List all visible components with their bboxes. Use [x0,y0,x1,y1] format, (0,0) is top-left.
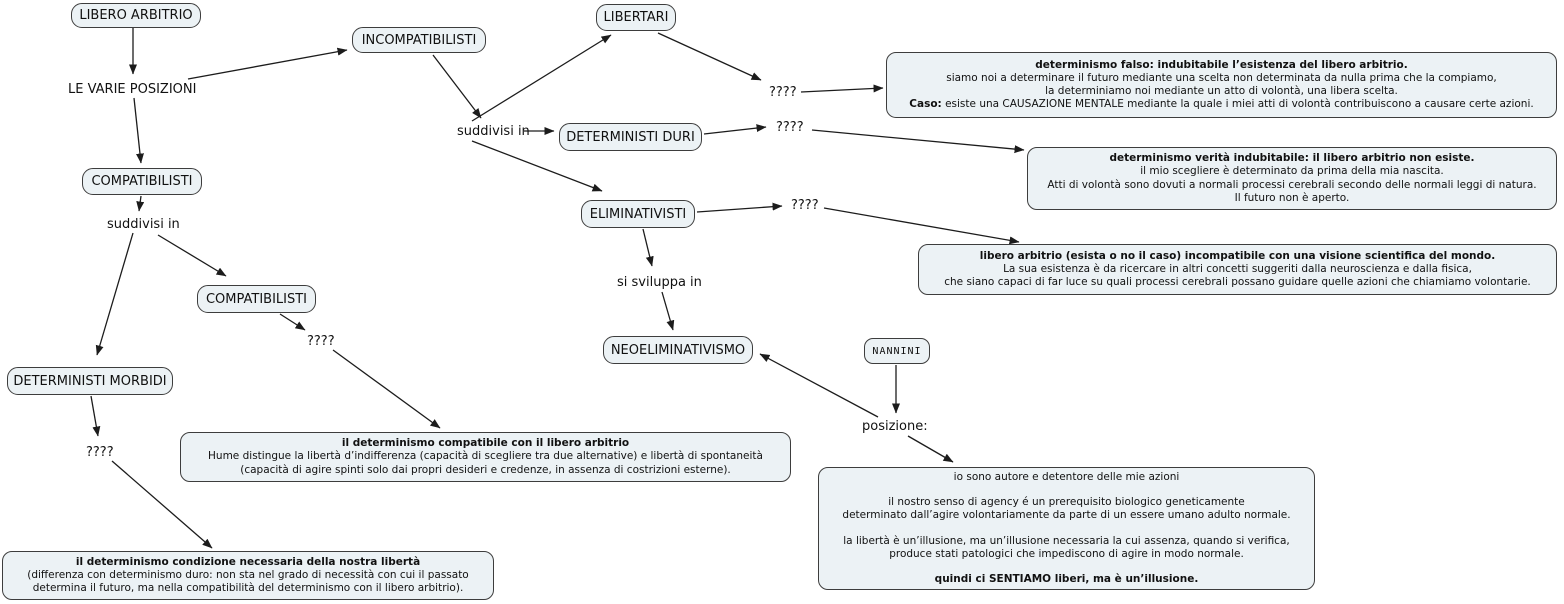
textbox-line: quindi ci SENTIAMO liberi, ma è un’illus… [934,572,1199,585]
textbox-line: io sono autore e detentore delle mie azi… [953,470,1180,483]
link-label-suddivisi-in-right[interactable]: suddivisi in [457,124,530,139]
node-eliminativisti[interactable]: ELIMINATIVISTI [581,200,695,228]
textbox-determinismo-compatibile[interactable]: il determinismo compatibile con il liber… [180,432,791,482]
node-libertari[interactable]: LIBERTARI [596,4,676,31]
link-label-q3[interactable]: ???? [791,198,819,213]
textbox-line: che siano capaci di far luce su quali pr… [944,276,1531,289]
textbox-line: La sua esistenza è da ricercare in altri… [1003,262,1472,275]
node-neoeliminativismo[interactable]: NEOELIMINATIVISMO [603,336,753,364]
textbox-line: produce stati patologici che impediscono… [889,547,1244,560]
textbox-line: Caso: esiste una CAUSAZIONE MENTALE medi… [909,98,1534,111]
link-label-si-sviluppa-in[interactable]: si sviluppa in [617,275,702,290]
node-compatibilisti-left[interactable]: COMPATIBILISTI [82,168,202,195]
textbox-line: determina il futuro, ma nella compatibil… [32,582,464,595]
textbox-line: il nostro senso di agency é un prerequis… [888,496,1245,509]
link-label-q1[interactable]: ???? [769,85,797,100]
link-label-posizione[interactable]: posizione: [862,419,928,434]
node-compatibilisti-mid[interactable]: COMPATIBILISTI [197,285,316,313]
textbox-visione-scientifica[interactable]: libero arbitrio (esista o no il caso) in… [918,244,1557,295]
link-label-q2[interactable]: ???? [776,120,804,135]
textbox-line: Il futuro non è aperto. [1234,191,1350,204]
node-deterministi-duri[interactable]: DETERMINISTI DURI [559,123,702,151]
textbox-determinismo-falso[interactable]: determinismo falso: indubitabile l’esist… [886,52,1557,118]
textbox-title: determinismo falso: indubitabile l’esist… [1035,58,1408,71]
textbox-line: la libertà è un’illusione, ma un’illusio… [843,534,1290,547]
textbox-line: Hume distingue la libertà d’indifferenza… [208,450,763,463]
textbox-line: siamo noi a determinare il futuro median… [946,71,1497,84]
node-libero-arbitrio[interactable]: LIBERO ARBITRIO [71,3,201,28]
node-deterministi-morbidi[interactable]: DETERMINISTI MORBIDI [7,367,173,395]
textbox-line: (capacità di agire spinti solo dai propr… [240,463,731,476]
link-label-suddivisi-in-left[interactable]: suddivisi in [107,217,180,232]
link-label-q5[interactable]: ???? [86,445,114,460]
textbox-title: il determinismo compatibile con il liber… [341,437,630,450]
textbox-line: Atti di volontà sono dovuti a normali pr… [1047,178,1537,191]
node-nannini[interactable]: NANNINI [864,338,930,364]
textbox-title: libero arbitrio (esista o no il caso) in… [979,249,1496,262]
node-incompatibilisti[interactable]: INCOMPATIBILISTI [352,27,486,53]
textbox-title: determinismo verità indubitabile: il lib… [1109,152,1475,165]
textbox-line: determinato dall’agire volontariamente d… [842,509,1291,522]
textbox-line: la determiniamo noi mediante un atto di … [1045,85,1398,97]
textbox-determinismo-condizione[interactable]: il determinismo condizione necessaria de… [2,551,494,600]
textbox-line: il mio scegliere è determinato da prima … [1140,165,1444,178]
textbox-line: (differenza con determinismo duro: non s… [27,568,469,581]
textbox-title: il determinismo condizione necessaria de… [75,555,421,568]
textbox-determinismo-verita[interactable]: determinismo verità indubitabile: il lib… [1027,147,1557,210]
textbox-posizione-nannini[interactable]: io sono autore e detentore delle mie azi… [818,467,1315,590]
link-label-q4[interactable]: ???? [307,334,335,349]
link-label-le-varie-posizioni[interactable]: LE VARIE POSIZIONI [68,82,197,97]
